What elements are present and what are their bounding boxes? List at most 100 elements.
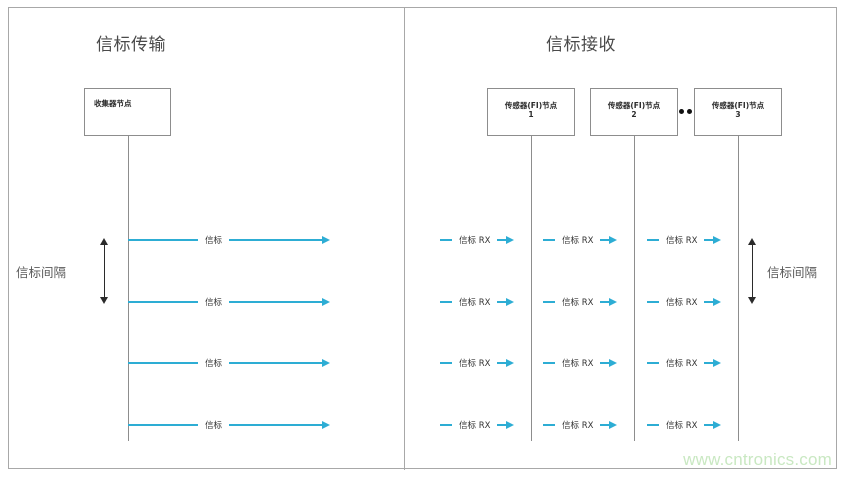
- rx-label: 信标 RX: [459, 236, 491, 246]
- sensor-lifeline-3: [738, 136, 739, 441]
- arrow-head-right-icon: [713, 298, 722, 306]
- rx-tail-line: [704, 362, 715, 364]
- sensor-node-index: 1: [528, 110, 534, 120]
- beacon-line-right: [229, 424, 323, 426]
- rx-tail-line: [497, 239, 508, 241]
- rx-tail-line: [704, 239, 715, 241]
- rx-label: 信标 RX: [666, 421, 698, 431]
- beacon-label: 信标: [205, 421, 223, 431]
- right-beacon-interval-arrow: [748, 238, 757, 304]
- rx-dash-line: [440, 239, 452, 241]
- collector-node-box[interactable]: 收集器节点: [84, 88, 171, 136]
- rx-dash-line: [543, 301, 555, 303]
- left-beacon-interval-arrow: [100, 238, 109, 304]
- rx-dash-line: [543, 424, 555, 426]
- rx-arrow-row[interactable]: 信标 RX: [647, 357, 739, 369]
- arrow-head-right-icon: [322, 421, 330, 429]
- arrow-head-right-icon: [322, 298, 330, 306]
- sensor-node-index: 2: [631, 110, 637, 120]
- rx-label: 信标 RX: [459, 359, 491, 369]
- arrow-head-right-icon: [609, 236, 618, 244]
- beacon-label: 信标: [205, 359, 223, 369]
- rx-dash-line: [647, 424, 659, 426]
- rx-dash-line: [647, 301, 659, 303]
- rx-dash-line: [440, 301, 452, 303]
- beacon-arrow-row[interactable]: 信标: [128, 357, 330, 369]
- sensor-node-name: 传感器(FI)节点: [711, 101, 765, 110]
- sensor-node-box-2[interactable]: 传感器(FI)节点 2: [590, 88, 678, 136]
- rx-dash-line: [647, 362, 659, 364]
- rx-label: 信标 RX: [562, 359, 594, 369]
- beacon-line-right: [229, 239, 323, 241]
- arrow-head-right-icon: [322, 359, 330, 367]
- arrow-head-right-icon: [609, 421, 618, 429]
- beacon-line-left: [128, 424, 198, 426]
- rx-label: 信标 RX: [562, 236, 594, 246]
- arrow-head-right-icon: [506, 298, 515, 306]
- beacon-line-right: [229, 301, 323, 303]
- sensor-node-box-1[interactable]: 传感器(FI)节点 1: [487, 88, 575, 136]
- rx-tail-line: [497, 424, 508, 426]
- rx-tail-line: [497, 301, 508, 303]
- rx-label: 信标 RX: [459, 298, 491, 308]
- arrow-head-down-icon: [100, 297, 108, 304]
- beacon-arrow-row[interactable]: 信标: [128, 419, 330, 431]
- rx-arrow-row[interactable]: 信标 RX: [543, 234, 635, 246]
- beacon-line-left: [128, 301, 198, 303]
- rx-arrow-row[interactable]: 信标 RX: [440, 234, 532, 246]
- arrow-head-right-icon: [506, 236, 515, 244]
- rx-tail-line: [704, 424, 715, 426]
- rx-arrow-row[interactable]: 信标 RX: [543, 357, 635, 369]
- rx-tail-line: [600, 301, 611, 303]
- arrow-head-up-icon: [748, 238, 756, 245]
- rx-tail-line: [600, 362, 611, 364]
- right-panel-title: 信标接收: [546, 35, 616, 55]
- rx-label: 信标 RX: [666, 359, 698, 369]
- rx-label: 信标 RX: [666, 236, 698, 246]
- arrow-head-right-icon: [322, 236, 330, 244]
- rx-arrow-row[interactable]: 信标 RX: [647, 419, 739, 431]
- rx-arrow-row[interactable]: 信标 RX: [647, 234, 739, 246]
- arrow-head-right-icon: [713, 359, 722, 367]
- beacon-line-left: [128, 239, 198, 241]
- beacon-label: 信标: [205, 298, 223, 308]
- beacon-line-left: [128, 362, 198, 364]
- beacon-arrow-row[interactable]: 信标: [128, 296, 330, 308]
- rx-dash-line: [543, 239, 555, 241]
- sensor-lifeline-1: [531, 136, 532, 441]
- rx-arrow-row[interactable]: 信标 RX: [543, 296, 635, 308]
- arrow-head-right-icon: [609, 298, 618, 306]
- arrow-head-right-icon: [609, 359, 618, 367]
- arrow-head-right-icon: [713, 421, 722, 429]
- rx-label: 信标 RX: [666, 298, 698, 308]
- left-beacon-interval-label: 信标间隔: [16, 265, 67, 280]
- rx-arrow-row[interactable]: 信标 RX: [543, 419, 635, 431]
- dot-icon: [687, 109, 692, 114]
- rx-dash-line: [440, 362, 452, 364]
- beacon-arrow-row[interactable]: 信标: [128, 234, 330, 246]
- rx-label: 信标 RX: [562, 421, 594, 431]
- arrow-head-right-icon: [713, 236, 722, 244]
- sensor-node-label: 传感器(FI)节点 1: [488, 101, 574, 120]
- rx-dash-line: [647, 239, 659, 241]
- dot-icon: [679, 109, 684, 114]
- rx-tail-line: [497, 362, 508, 364]
- panel-divider: [404, 7, 405, 470]
- rx-arrow-row[interactable]: 信标 RX: [440, 419, 532, 431]
- arrow-head-right-icon: [506, 421, 515, 429]
- site-watermark: www.cntronics.com: [683, 450, 832, 469]
- arrow-head-up-icon: [100, 238, 108, 245]
- sensor-node-box-3[interactable]: 传感器(FI)节点 3: [694, 88, 782, 136]
- collector-lifeline: [128, 136, 129, 441]
- rx-label: 信标 RX: [562, 298, 594, 308]
- collector-node-label: 收集器节点: [94, 99, 132, 108]
- rx-arrow-row[interactable]: 信标 RX: [440, 357, 532, 369]
- rx-arrow-row[interactable]: 信标 RX: [647, 296, 739, 308]
- sensor-node-label: 传感器(FI)节点 2: [591, 101, 677, 120]
- beacon-line-right: [229, 362, 323, 364]
- diagram-frame: [8, 7, 837, 469]
- rx-arrow-row[interactable]: 信标 RX: [440, 296, 532, 308]
- rx-tail-line: [600, 424, 611, 426]
- beacon-label: 信标: [205, 236, 223, 246]
